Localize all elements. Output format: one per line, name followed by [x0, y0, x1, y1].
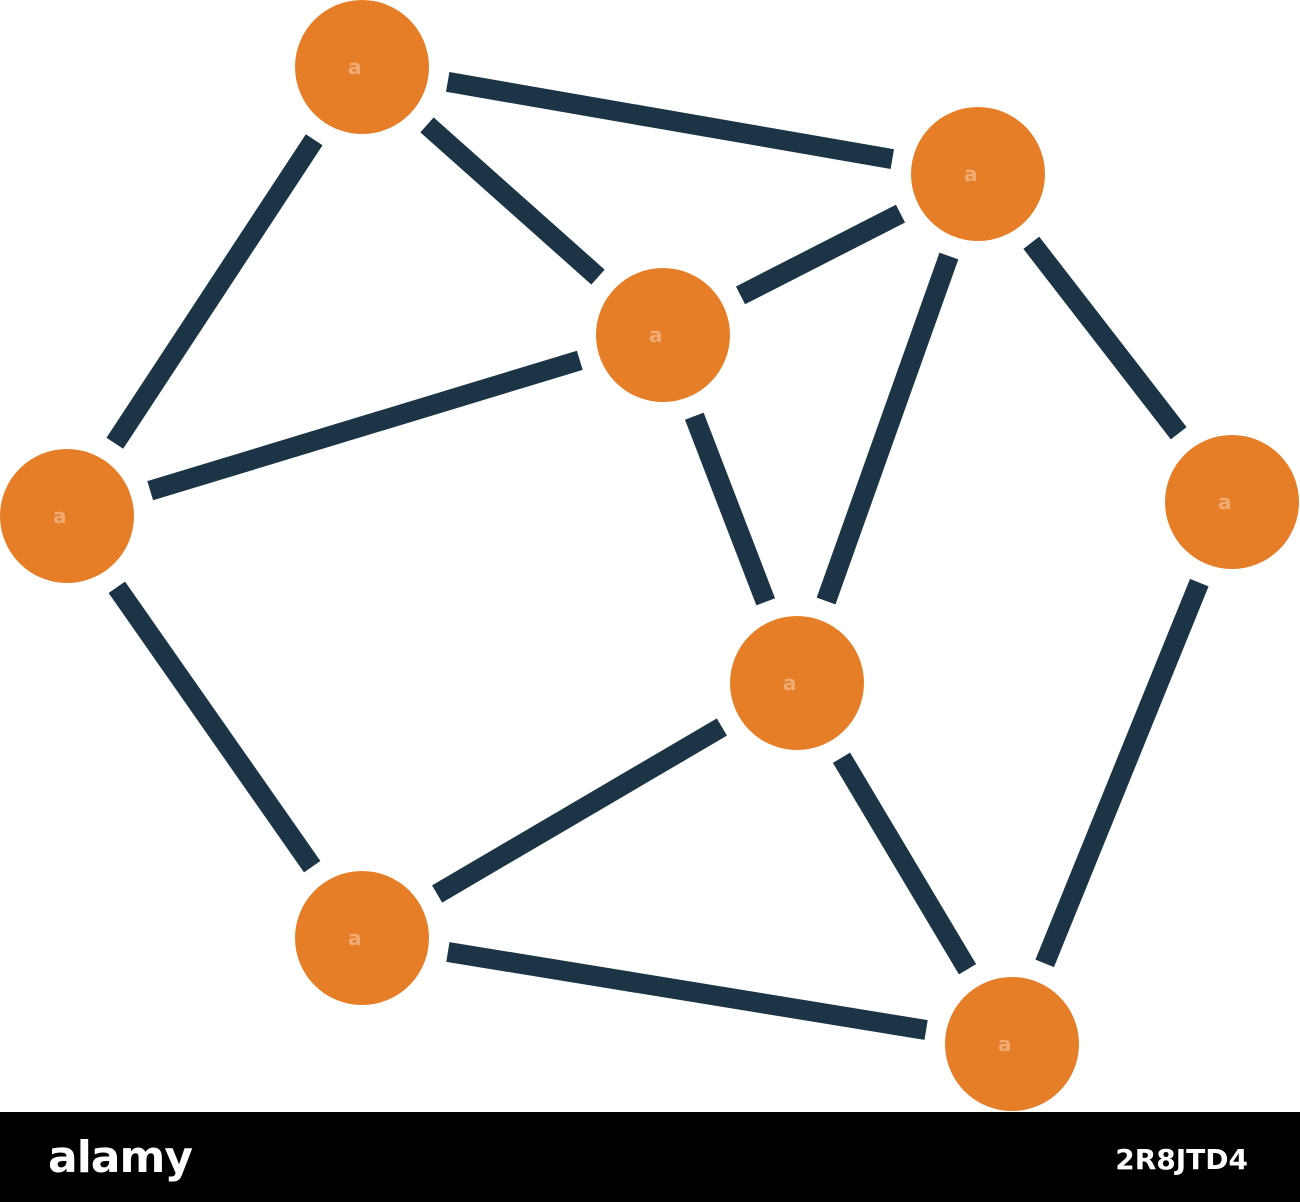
node-watermark-glyph: a — [53, 504, 67, 528]
network-edge-6 — [816, 252, 959, 605]
network-edge-5 — [1023, 236, 1187, 440]
network-edge-12 — [832, 752, 977, 975]
network-node-1 — [295, 0, 429, 134]
network-edge-9 — [108, 581, 321, 873]
network-edge-8 — [684, 412, 776, 606]
node-watermark-glyph: a — [348, 926, 362, 950]
node-watermark-glyph: a — [964, 162, 978, 186]
network-nodes: a a a a a a a a — [0, 0, 1299, 1111]
network-node-4 — [0, 449, 134, 583]
node-watermark-glyph: a — [1218, 490, 1232, 514]
network-node-3 — [596, 268, 730, 402]
watermark-footer: alamy 2R8JTD4 — [0, 1112, 1300, 1202]
node-watermark-glyph: a — [649, 323, 663, 347]
network-node-6 — [730, 616, 864, 750]
image-id: 2R8JTD4 — [1115, 1143, 1248, 1176]
network-edge-4 — [735, 204, 906, 305]
network-edge-2 — [420, 117, 605, 285]
network-node-8 — [945, 977, 1079, 1111]
network-node-2 — [911, 107, 1045, 241]
molecular-network-icon: a a a a a a a a — [0, 0, 1299, 1111]
network-node-5 — [1165, 435, 1299, 569]
network-edges — [106, 72, 1209, 1040]
network-edge-7 — [147, 350, 583, 501]
node-watermark-glyph: a — [783, 671, 797, 695]
network-edge-3 — [106, 134, 323, 449]
brand-logo: alamy — [48, 1132, 193, 1183]
network-edge-13 — [1035, 578, 1209, 968]
network-node-7 — [295, 871, 429, 1005]
node-watermark-glyph: a — [348, 55, 362, 79]
network-edge-10 — [432, 718, 727, 903]
network-edge-1 — [445, 72, 895, 169]
network-edge-11 — [446, 942, 928, 1040]
node-watermark-glyph: a — [998, 1032, 1012, 1056]
icon-canvas: a a a a a a a a — [0, 0, 1300, 1112]
